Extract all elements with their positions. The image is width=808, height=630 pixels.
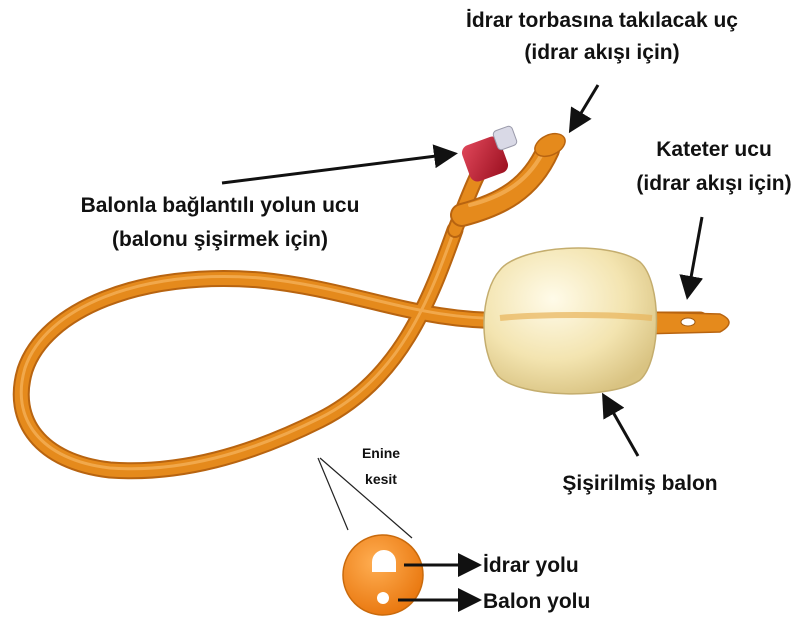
cross-section-label-line2: kesit — [365, 471, 397, 487]
inflated-balloon — [484, 248, 657, 394]
bag-end-label-line2: (idrar akışı için) — [524, 41, 679, 64]
catheter-tip-label-line1: Kateter ucu — [656, 138, 772, 161]
inflated-balloon-label: Şişirilmiş balon — [562, 472, 717, 495]
cross-section-disc — [343, 535, 423, 615]
balloon-port-valve — [460, 125, 518, 184]
cross-section-label-line1: Enine — [362, 445, 400, 461]
balloon-port-label-line1: Balonla bağlantılı yolun ucu — [81, 194, 360, 217]
balloon-lumen-label: Balon yolu — [483, 590, 590, 613]
urine-lumen-label: İdrar yolu — [483, 554, 579, 577]
balloon-port-label-line2: (balonu şişirmek için) — [112, 228, 328, 251]
bag-end-label-line1: İdrar torbasına takılacak uç — [466, 9, 738, 32]
catheter-tip-label-line2: (idrar akışı için) — [636, 172, 791, 195]
cross-section-callout-lines — [318, 458, 412, 538]
